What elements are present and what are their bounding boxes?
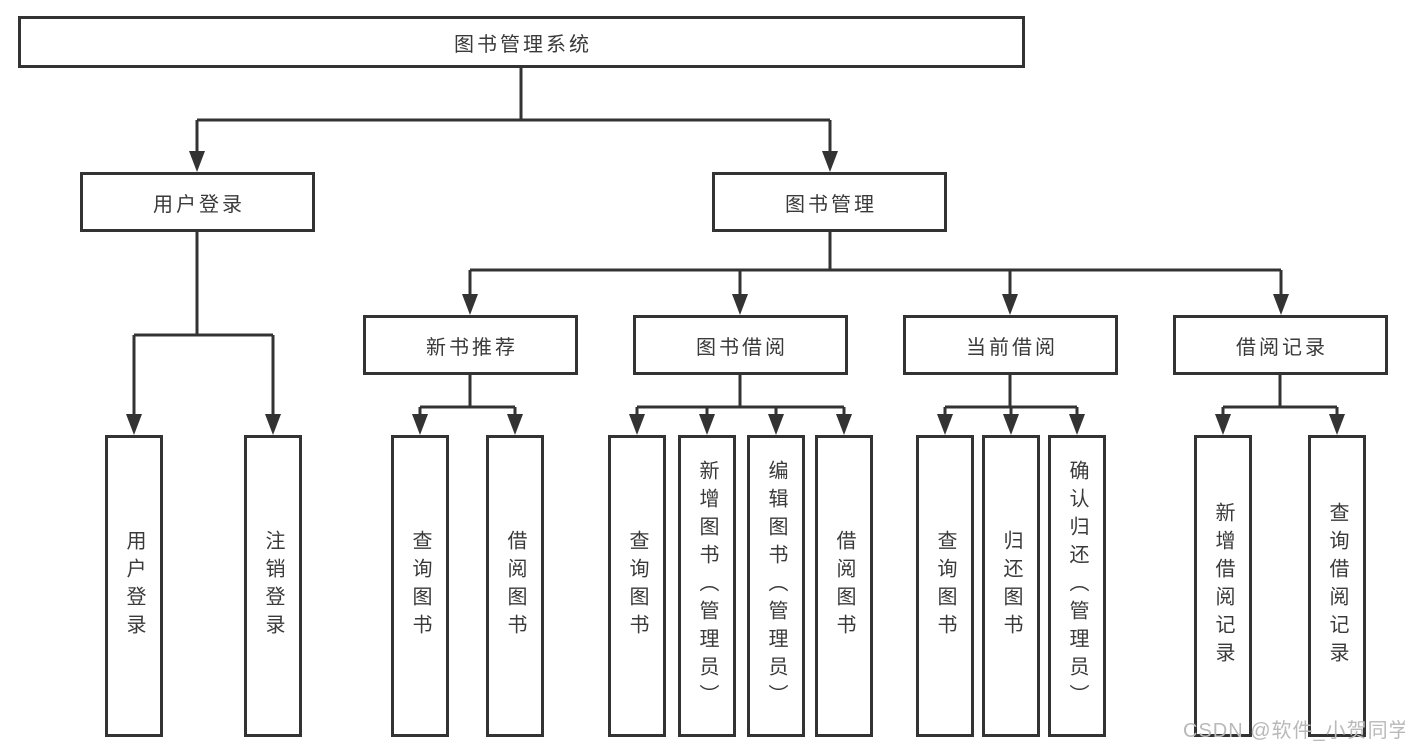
csdn-watermark: CSDN @软件_小贺同学 xyxy=(1183,720,1405,742)
leaf-edit-books-admin-label: 编辑图书（管理员） xyxy=(765,460,787,712)
node-root-label: 图书管理系统 xyxy=(454,33,592,56)
node-current-borrowing-label: 当前借阅 xyxy=(966,336,1058,359)
leaf-add-borrow-record: 新增借阅记录 xyxy=(1194,435,1252,737)
leaf-confirm-return-admin: 确认归还（管理员） xyxy=(1048,435,1106,737)
leaf-query-books-recommend-label: 查询图书 xyxy=(409,530,431,642)
node-root: 图书管理系统 xyxy=(18,16,1025,68)
node-borrowing-records-label: 借阅记录 xyxy=(1236,336,1328,359)
leaf-user-login: 用户登录 xyxy=(105,435,163,737)
node-book-borrowing: 图书借阅 xyxy=(633,315,848,375)
leaf-query-books-recommend: 查询图书 xyxy=(391,435,449,737)
node-new-book-recommend: 新书推荐 xyxy=(363,315,578,375)
node-book-borrowing-label: 图书借阅 xyxy=(696,336,788,359)
leaf-query-books-current-label: 查询图书 xyxy=(934,530,956,642)
leaf-edit-books-admin: 编辑图书（管理员） xyxy=(747,435,805,737)
node-new-book-recommend-label: 新书推荐 xyxy=(426,336,518,359)
node-user-login: 用户登录 xyxy=(80,172,315,232)
leaf-query-books-current: 查询图书 xyxy=(916,435,974,737)
leaf-return-books: 归还图书 xyxy=(982,435,1040,737)
leaf-query-books-borrow-label: 查询图书 xyxy=(626,530,648,642)
leaf-query-borrow-record-label: 查询借阅记录 xyxy=(1326,502,1348,670)
leaf-query-borrow-record: 查询借阅记录 xyxy=(1308,435,1366,737)
leaf-logout: 注销登录 xyxy=(244,435,302,737)
leaf-borrow-books-recommend-label: 借阅图书 xyxy=(504,530,526,642)
leaf-user-login-label: 用户登录 xyxy=(123,530,145,642)
node-borrowing-records: 借阅记录 xyxy=(1173,315,1388,375)
leaf-borrow-books: 借阅图书 xyxy=(815,435,873,737)
leaf-borrow-books-recommend: 借阅图书 xyxy=(486,435,544,737)
leaf-return-books-label: 归还图书 xyxy=(1000,530,1022,642)
leaf-confirm-return-admin-label: 确认归还（管理员） xyxy=(1066,460,1088,712)
leaf-borrow-books-label: 借阅图书 xyxy=(833,530,855,642)
leaf-logout-label: 注销登录 xyxy=(262,530,284,642)
leaf-add-books-admin: 新增图书（管理员） xyxy=(678,435,736,737)
leaf-query-books-borrow: 查询图书 xyxy=(608,435,666,737)
node-book-management-label: 图书管理 xyxy=(785,193,877,216)
node-book-management: 图书管理 xyxy=(712,172,947,232)
node-current-borrowing: 当前借阅 xyxy=(903,315,1118,375)
leaf-add-borrow-record-label: 新增借阅记录 xyxy=(1212,502,1234,670)
leaf-add-books-admin-label: 新增图书（管理员） xyxy=(696,460,718,712)
node-user-login-label: 用户登录 xyxy=(153,193,245,216)
